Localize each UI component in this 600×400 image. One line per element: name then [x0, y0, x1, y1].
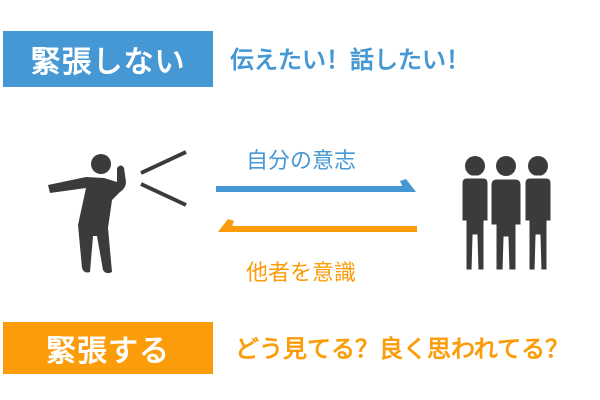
- nervous-label-box: 緊張する: [3, 322, 213, 374]
- others-awareness-label: 他者を意識: [246, 261, 357, 286]
- person-shouting-icon: [48, 154, 126, 274]
- calm-label: 緊張しない: [30, 45, 186, 80]
- group-of-people-icon: [459, 156, 554, 273]
- nervous-label: 緊張する: [46, 334, 170, 369]
- incoming-arrow-icon: [218, 219, 417, 232]
- outgoing-arrow-icon: [216, 179, 416, 192]
- voice-lines-icon: [140, 150, 187, 207]
- calm-label-box: 緊張しない: [3, 31, 213, 87]
- nervous-caption: どう見てる？良く思われてる？: [235, 335, 570, 363]
- calm-caption: 伝えたい！話したい！: [230, 46, 470, 74]
- own-will-label: 自分の意志: [246, 149, 357, 174]
